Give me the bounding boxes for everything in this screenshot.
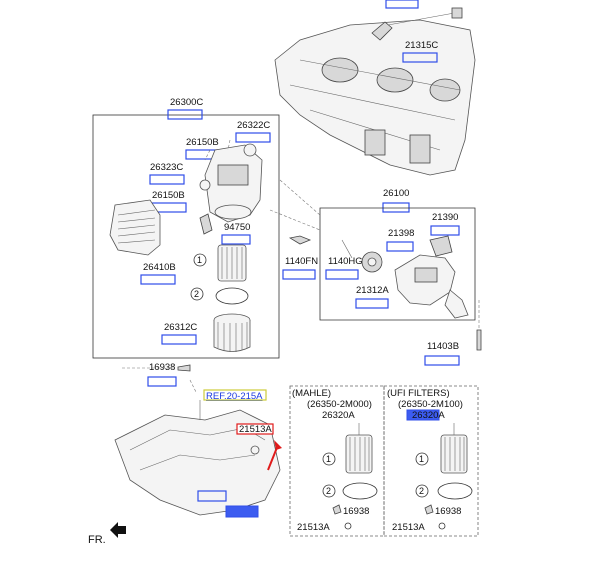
mahle-callout-2: [322, 484, 336, 498]
ufi-callout-2-text: 2: [419, 486, 424, 496]
label-mahle-21513a: 21513A: [297, 522, 330, 533]
label-26100: 26100: [383, 188, 409, 199]
sensor-94750: [199, 213, 213, 235]
mahle-callout-1-text: 1: [326, 454, 331, 464]
ufi-plug-icon: [424, 504, 434, 515]
filter-cap-26312c: [213, 313, 251, 352]
hotspot-21390[interactable]: [430, 225, 460, 236]
hotspot-16938[interactable]: [147, 376, 177, 387]
filter-element-1: [217, 244, 247, 282]
hotspot-pan-1[interactable]: [197, 490, 227, 502]
label-ufi-part: 26320A: [412, 410, 445, 421]
bolt-1140fn: [288, 235, 312, 245]
label-mahle-pn: (26350-2M000): [307, 399, 372, 410]
label-ufi-pn: (26350-2M100): [398, 399, 463, 410]
label-26322c: 26322C: [237, 120, 270, 131]
oil-pan: [114, 400, 281, 516]
label-26300c: 26300C: [170, 97, 203, 108]
hotspot-21315c[interactable]: [402, 52, 438, 63]
label-ufi-21513a: 21513A: [392, 522, 425, 533]
ufi-callout-1-text: 1: [419, 454, 424, 464]
label-21398: 21398: [388, 228, 414, 239]
mahle-plug-icon: [332, 504, 342, 515]
hotspot-pan-2[interactable]: [225, 505, 259, 518]
oil-sensor-21315c: [371, 0, 463, 41]
hotspot-1140hg[interactable]: [325, 269, 359, 280]
label-26323c: 26323C: [150, 162, 183, 173]
callout-1-text: 1: [197, 255, 202, 265]
leader-lines-pump: [269, 179, 321, 231]
label-21390: 21390: [432, 212, 458, 223]
mahle-callout-2-text: 2: [326, 486, 331, 496]
oil-pump-assembly: [341, 235, 469, 319]
mahle-callout-1: [322, 452, 336, 466]
label-fr: FR.: [88, 534, 106, 546]
label-21513a-main: 21513A: [239, 424, 272, 435]
ufi-callout-2: [415, 484, 429, 498]
hotspot-21398[interactable]: [386, 241, 414, 252]
front-arrow-icon: [110, 522, 126, 538]
label-94750: 94750: [224, 222, 250, 233]
callout-2: [190, 287, 204, 301]
hotspot-1140fn[interactable]: [282, 269, 316, 280]
label-ufi-title: (UFI FILTERS): [387, 388, 450, 399]
mahle-o-ring: [342, 482, 378, 500]
box-26100: [319, 207, 476, 321]
bolt-11403b: [476, 329, 482, 351]
label-mahle-title: (MAHLE): [292, 388, 331, 399]
hotspot-11403b[interactable]: [424, 355, 460, 366]
label-11403b: 11403B: [427, 341, 459, 352]
plug-16938: [177, 364, 191, 372]
label-ufi-16938: 16938: [435, 506, 461, 517]
box-ufi: [383, 385, 479, 537]
label-16938: 16938: [149, 362, 175, 373]
hotspot-ufi-part[interactable]: [406, 409, 440, 421]
hotspot-26322c[interactable]: [235, 132, 271, 143]
hotspot-ref[interactable]: [203, 389, 267, 401]
o-ring-2: [215, 287, 249, 305]
engine-block: [274, 19, 476, 176]
label-21315c: 21315C: [405, 40, 438, 51]
mahle-filter-element: [345, 423, 373, 474]
hotspot-26100[interactable]: [382, 202, 410, 213]
label-21312a: 21312A: [356, 285, 389, 296]
hotspot-21513a-main[interactable]: [236, 423, 274, 435]
ufi-callout-1: [415, 452, 429, 466]
label-1140hg: 1140HG: [328, 256, 363, 267]
callout-1: [193, 253, 207, 267]
leader-lines-pan: [120, 367, 197, 393]
hotspot-26312c[interactable]: [161, 334, 197, 345]
hotspot-26410b[interactable]: [140, 274, 176, 285]
label-mahle-16938: 16938: [343, 506, 369, 517]
ufi-o-ring: [437, 482, 473, 500]
hotspot-26300c[interactable]: [167, 109, 203, 120]
oil-cooler-26410b: [109, 199, 161, 256]
hotspot-26323c[interactable]: [149, 174, 185, 185]
label-1140fn: 1140FN: [285, 256, 318, 267]
callout-2-text: 2: [194, 289, 199, 299]
hotspot-94750[interactable]: [221, 234, 251, 245]
label-26150b-mid: 26150B: [152, 190, 185, 201]
box-mahle: [289, 385, 385, 537]
label-26312c: 26312C: [164, 322, 197, 333]
label-26410b: 26410B: [143, 262, 176, 273]
hotspot-21312a[interactable]: [355, 298, 389, 309]
ref-link[interactable]: REF.20-215A: [206, 391, 263, 402]
label-26150b-top: 26150B: [186, 137, 219, 148]
ufi-washer-icon: [438, 522, 446, 530]
label-mahle-part: 26320A: [322, 410, 355, 421]
oil-filter-housing: [199, 139, 263, 223]
mahle-washer-icon: [344, 522, 352, 530]
box-26300c: [92, 114, 280, 359]
ufi-filter-element: [440, 423, 468, 474]
red-arrow-head: [274, 440, 282, 450]
